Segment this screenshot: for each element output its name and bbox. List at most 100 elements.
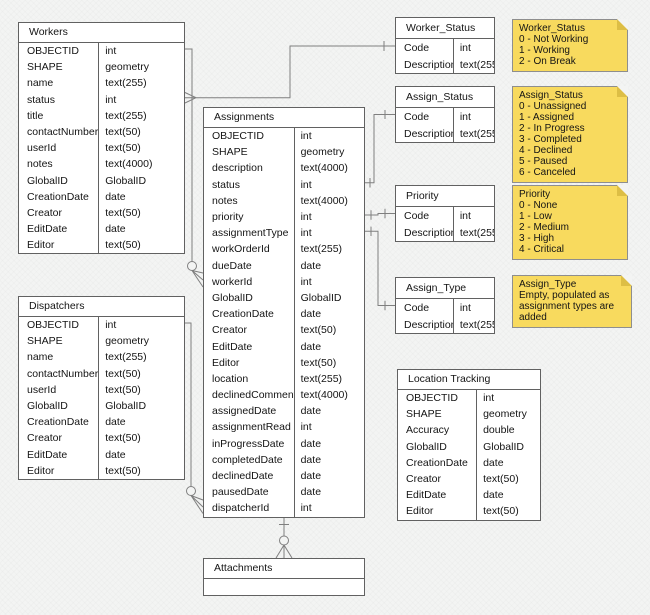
field-type: GlobalID: [98, 397, 184, 415]
table-row[interactable]: location text(255): [204, 370, 364, 387]
table-row[interactable]: Creator text(50): [19, 430, 184, 447]
table-title[interactable]: Assignments: [204, 108, 364, 128]
table-row[interactable]: Code int: [396, 207, 494, 224]
table-row[interactable]: CreationDate date: [19, 188, 184, 205]
entity-table-attachments[interactable]: Attachments: [203, 558, 365, 596]
connector-dispatchers-assignments[interactable]: [185, 322, 204, 514]
table-row[interactable]: Editor text(50): [398, 503, 540, 520]
field-type: text(50): [293, 322, 364, 339]
entity-table-priority[interactable]: Priority Code int Description text(255): [395, 185, 495, 242]
table-row[interactable]: GlobalID GlobalID: [19, 172, 184, 189]
entity-table-assign-status[interactable]: Assign_Status Code int Description text(…: [395, 86, 495, 143]
table-row[interactable]: CreationDate date: [19, 414, 184, 431]
field-type: text(255): [452, 56, 494, 73]
table-title[interactable]: Attachments: [204, 559, 364, 579]
table-row[interactable]: Code int: [396, 39, 494, 56]
table-row[interactable]: assignmentRead int: [204, 419, 364, 436]
table-row[interactable]: title text(255): [19, 107, 184, 124]
table-row[interactable]: OBJECTID int: [19, 317, 184, 334]
table-row[interactable]: name text(255): [19, 75, 184, 92]
table-row[interactable]: pausedDate date: [204, 484, 364, 501]
connector-workers-assignments[interactable]: [185, 48, 204, 288]
entity-table-workers[interactable]: Workers OBJECTID int SHAPE geometry name…: [18, 22, 185, 255]
table-row[interactable]: Creator text(50): [204, 322, 364, 339]
entity-table-dispatchers[interactable]: Dispatchers OBJECTID int SHAPE geometry …: [18, 296, 185, 480]
table-row[interactable]: status int: [19, 91, 184, 108]
table-row[interactable]: Description text(255): [396, 224, 494, 241]
table-title[interactable]: Assign_Status: [396, 87, 494, 108]
table-row[interactable]: dispatcherId int: [204, 500, 364, 517]
table-row[interactable]: userId text(50): [19, 140, 184, 157]
table-row[interactable]: Accuracy double: [398, 422, 540, 439]
table-row[interactable]: EditDate date: [19, 221, 184, 238]
field-type: date: [476, 454, 540, 471]
table-title[interactable]: Worker_Status: [396, 18, 494, 39]
table-row[interactable]: Editor text(50): [19, 237, 184, 254]
table-row[interactable]: SHAPE geometry: [19, 333, 184, 350]
table-row[interactable]: Code int: [396, 299, 494, 316]
table-row[interactable]: CreationDate date: [204, 306, 364, 323]
table-row[interactable]: declinedDate date: [204, 467, 364, 485]
table-row[interactable]: EditDate date: [398, 487, 540, 504]
connector-assignments-assignstatus[interactable]: [365, 110, 395, 188]
entity-table-location-tracking[interactable]: Location Tracking OBJECTID int SHAPE geo…: [397, 369, 541, 521]
entity-table-assignments[interactable]: Assignments OBJECTID int SHAPE geometry …: [203, 107, 365, 518]
table-title[interactable]: Assign_Type: [396, 278, 494, 299]
table-row[interactable]: SHAPE geometry: [398, 406, 540, 423]
table-row[interactable]: notes text(4000): [204, 192, 364, 209]
field-type: date: [293, 467, 364, 485]
table-row[interactable]: declinedComment text(4000): [204, 387, 364, 404]
table-row[interactable]: assignedDate date: [204, 403, 364, 420]
table-row[interactable]: completedDate date: [204, 451, 364, 468]
table-row[interactable]: OBJECTID int: [19, 43, 184, 60]
entity-table-assign-type[interactable]: Assign_Type Code int Description text(25…: [395, 277, 495, 334]
table-row[interactable]: Description text(255): [396, 316, 494, 333]
table-row[interactable]: GlobalID GlobalID: [19, 397, 184, 415]
table-row[interactable]: Creator text(50): [398, 470, 540, 488]
table-row[interactable]: SHAPE geometry: [204, 144, 364, 161]
table-row[interactable]: CreationDate date: [398, 454, 540, 471]
table-row[interactable]: GlobalID GlobalID: [398, 438, 540, 455]
table-row[interactable]: Editor text(50): [204, 354, 364, 371]
table-row[interactable]: name text(255): [19, 349, 184, 366]
table-row[interactable]: description text(4000): [204, 160, 364, 177]
table-row[interactable]: OBJECTID int: [204, 128, 364, 145]
table-row[interactable]: SHAPE geometry: [19, 59, 184, 76]
table-row[interactable]: OBJECTID int: [398, 390, 540, 407]
table-row[interactable]: status int: [204, 176, 364, 193]
table-row[interactable]: priority int: [204, 208, 364, 226]
table-row[interactable]: userId text(50): [19, 381, 184, 398]
note-line: 2 - In Progress: [519, 123, 585, 134]
field-name: assignmentRead: [212, 421, 291, 434]
table-row[interactable]: assignmentType int: [204, 225, 364, 242]
table-row[interactable]: notes text(4000): [19, 156, 184, 173]
table-title[interactable]: Dispatchers: [19, 297, 184, 317]
table-row[interactable]: Code int: [396, 108, 494, 125]
table-row[interactable]: inProgressDate date: [204, 435, 364, 452]
table-row[interactable]: contactNumber text(50): [19, 365, 184, 382]
table-row[interactable]: Creator text(50): [19, 204, 184, 222]
table-row[interactable]: Editor text(50): [19, 462, 184, 479]
connector-assignments-priority[interactable]: [365, 208, 395, 220]
table-title[interactable]: Location Tracking: [398, 370, 540, 390]
table-row[interactable]: workOrderId text(255): [204, 241, 364, 258]
table-title[interactable]: Priority: [396, 186, 494, 207]
connector-assignments-attachments[interactable]: [275, 514, 293, 559]
connector-workers-workerstatus[interactable]: [184, 41, 395, 104]
table-row[interactable]: GlobalID GlobalID: [204, 289, 364, 307]
table-row[interactable]: EditDate date: [204, 338, 364, 355]
table-row[interactable]: workerId int: [204, 273, 364, 290]
table-row[interactable]: dueDate date: [204, 257, 364, 274]
table-title[interactable]: Workers: [19, 23, 184, 43]
field-name: OBJECTID: [27, 45, 79, 58]
table-row[interactable]: contactNumber text(50): [19, 123, 184, 141]
entity-table-worker-status[interactable]: Worker_Status Code int Description text(…: [395, 17, 495, 74]
table-row[interactable]: Description text(255): [396, 56, 494, 73]
connector-assignments-assigntype[interactable]: [365, 226, 395, 311]
table-row[interactable]: EditDate date: [19, 446, 184, 463]
table-row[interactable]: Description text(255): [396, 125, 494, 142]
